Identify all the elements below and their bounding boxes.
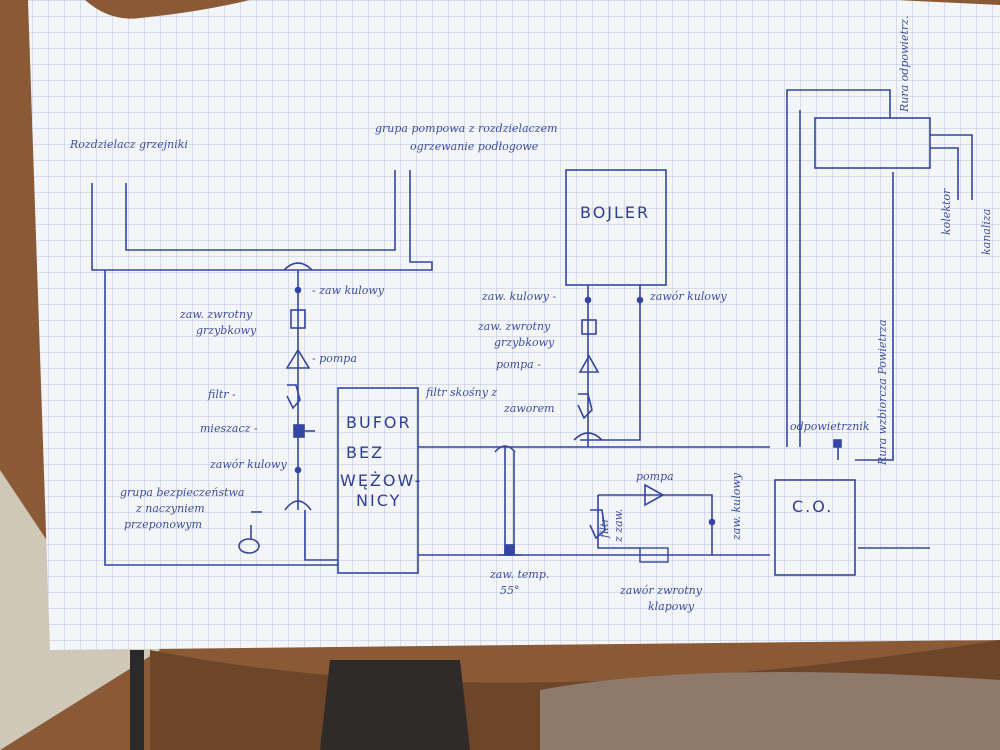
pump-triangle-3 bbox=[644, 483, 665, 507]
label-zaw-temp-1: zaw. temp. bbox=[489, 568, 549, 581]
label-co: C.O. bbox=[792, 497, 833, 516]
label-rura-wzbiorcza: Rura wzbiorcza Powietrza bbox=[876, 320, 889, 466]
label-zaw-zwrotny-1b: grzybkowy bbox=[196, 324, 257, 337]
label-bufor-4: NICY bbox=[356, 491, 401, 510]
thermo-valve bbox=[504, 544, 515, 556]
paper-grid bbox=[28, 0, 1000, 650]
ball-valve-dot-1 bbox=[294, 286, 302, 294]
label-zaw-kulowy-5: zaw. kulowy bbox=[730, 472, 743, 541]
check-valve-1 bbox=[290, 309, 306, 329]
ball-valve-arc-1 bbox=[283, 262, 313, 271]
pump-triangle-2 bbox=[578, 354, 600, 373]
label-filtr-1: filtr - bbox=[207, 388, 236, 401]
label-filtr-2a: filtr bbox=[598, 517, 611, 539]
label-grupa-bezp-1: grupa bezpieczeństwa bbox=[120, 486, 245, 499]
label-zawor-kulowy-4: zawór kulowy bbox=[649, 290, 727, 303]
safety-valve-arc bbox=[284, 500, 312, 511]
co-boiler bbox=[774, 479, 856, 576]
ball-valve-dot-4 bbox=[636, 296, 644, 304]
chair-leg bbox=[130, 650, 144, 750]
label-kolektor: kolektor bbox=[940, 188, 953, 235]
label-zaw-kulowy-1: - zaw kulowy bbox=[312, 284, 385, 297]
label-filtr-skosny-2: zaworem bbox=[503, 402, 555, 415]
label-bufor-1: BUFOR bbox=[346, 413, 412, 432]
expansion-vessel bbox=[238, 538, 260, 554]
torn-corner bbox=[85, 0, 250, 19]
label-filtr-skosny-1: filtr skośny z bbox=[425, 386, 497, 399]
label-zaw-zwrotny-2b: grzybkowy bbox=[494, 336, 555, 349]
dark-object-bottom bbox=[320, 660, 470, 750]
ball-valve-arc-4 bbox=[573, 432, 603, 441]
zawor-zwrotny-klapowy-symbol bbox=[639, 547, 669, 563]
label-odpowietrznik: odpowietrznik bbox=[790, 420, 870, 433]
label-zaw-temp-2: 55° bbox=[500, 584, 520, 597]
rura-odpowietrzajaca-box bbox=[814, 117, 931, 169]
filter-3 bbox=[589, 509, 606, 540]
label-zaw-kulowy-3: zaw. kulowy - bbox=[481, 290, 556, 303]
label-grupa-bezp-2: z naczyniem bbox=[135, 502, 205, 515]
label-zawor-zwrotny-3b: klapowy bbox=[648, 600, 695, 613]
label-pompa-2: pompa - bbox=[496, 358, 541, 371]
label-zaw-zwrotny-1a: zaw. zwrotny bbox=[179, 308, 253, 321]
filter-1 bbox=[286, 384, 301, 410]
bufor-tank bbox=[337, 387, 419, 574]
check-valve-2 bbox=[581, 319, 597, 335]
label-pompa-1: - pompa bbox=[312, 352, 357, 365]
cloth-bottom-right bbox=[540, 672, 1000, 750]
label-rura-odpowietrzajaca: Rura odpowietrz. bbox=[898, 16, 911, 113]
label-mieszacz: mieszacz - bbox=[200, 422, 258, 435]
tee-arc bbox=[494, 445, 516, 453]
label-bojler: BOJLER bbox=[580, 203, 650, 222]
label-bufor-2: BEZ bbox=[346, 443, 384, 462]
bojler-tank bbox=[565, 169, 667, 286]
label-filtr-2b: z zaw. bbox=[612, 509, 625, 543]
label-zawor-zwrotny-3a: zawór zwrotny bbox=[619, 584, 703, 597]
odpowietrznik-symbol bbox=[833, 439, 842, 448]
label-pompa-3: pompa bbox=[636, 470, 674, 483]
label-bufor-3: WĘŻOW- bbox=[340, 471, 422, 490]
label-grupa-bezp-3: przeponowym bbox=[124, 518, 202, 531]
pump-triangle-1 bbox=[285, 348, 311, 369]
label-grupa-pompowa-2: ogrzewanie podłogowe bbox=[410, 140, 539, 153]
label-zaw-zwrotny-2a: zaw. zwrotny bbox=[477, 320, 551, 333]
ball-valve-dot-2 bbox=[294, 466, 302, 474]
component-symbols bbox=[238, 262, 842, 556]
ball-valve-dot-5 bbox=[708, 518, 716, 526]
label-rozdzielacz: Rozdzielacz grzejniki bbox=[69, 138, 188, 151]
ball-valve-dot-3 bbox=[584, 296, 592, 304]
mixer-1 bbox=[293, 424, 305, 438]
label-grupa-pompowa-1: grupa pompowa z rozdzielaczem bbox=[375, 122, 558, 135]
filter-2 bbox=[577, 393, 593, 420]
label-zawor-kulowy-2: zawór kulowy bbox=[209, 458, 287, 471]
label-kanalizacja: kanaliza bbox=[980, 209, 993, 255]
